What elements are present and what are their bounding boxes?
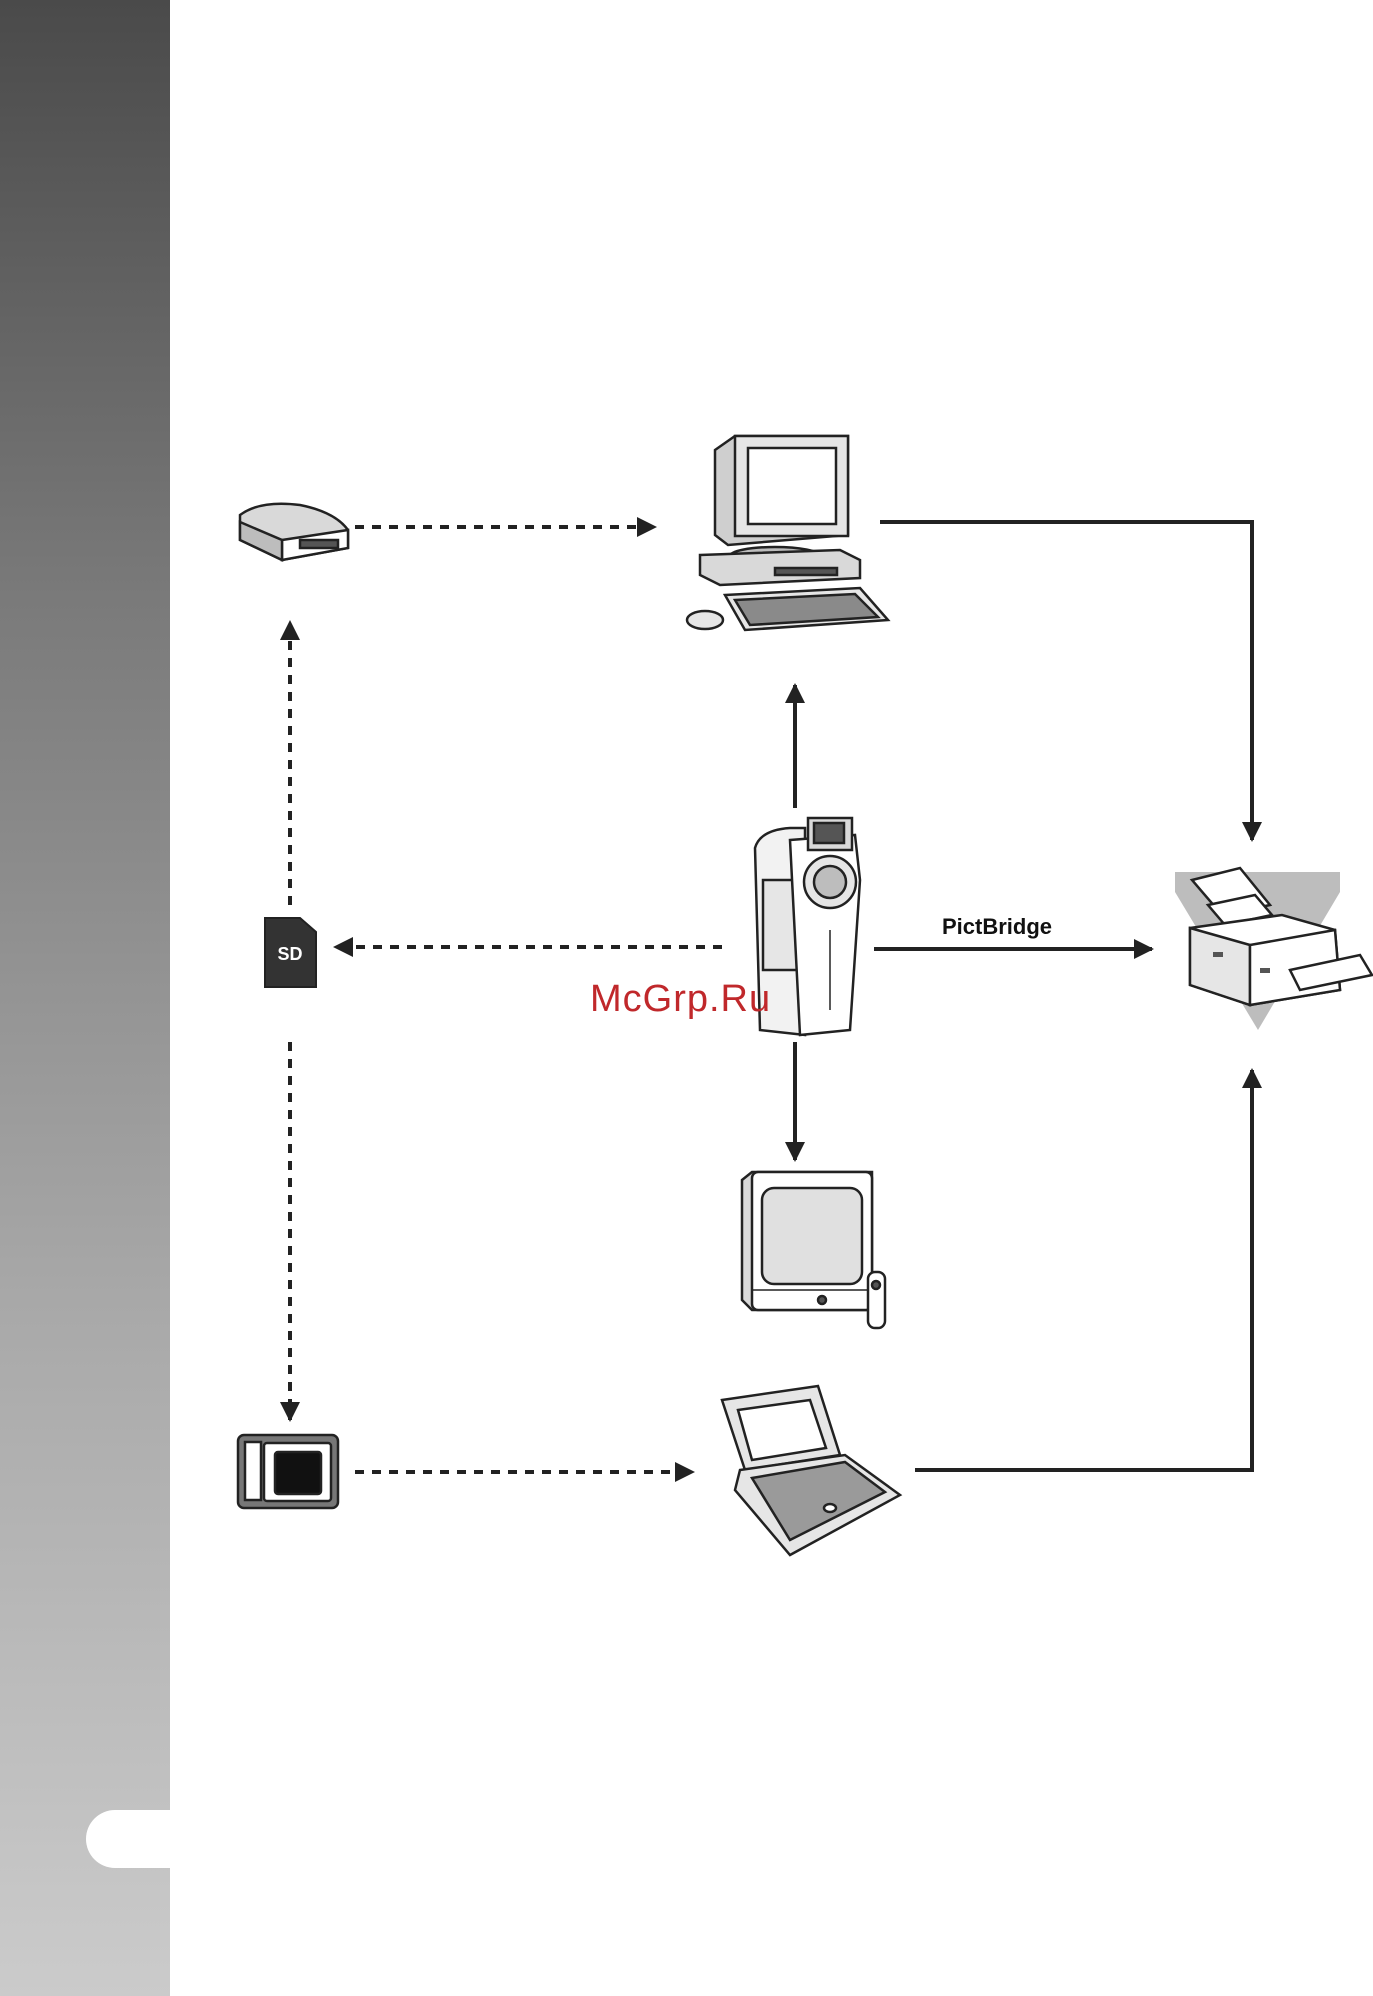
laptop-icon: [722, 1386, 900, 1555]
connection-desktop-printer: [880, 522, 1252, 840]
watermark-text: McGrp.Ru: [590, 978, 771, 1021]
sd-card-icon: SD: [265, 918, 316, 987]
svg-text:SD: SD: [277, 944, 302, 964]
connection-laptop-printer: [915, 1070, 1252, 1470]
television-icon: [742, 1172, 885, 1328]
card-reader-icon: [240, 504, 348, 560]
pc-card-adapter-icon: [238, 1435, 338, 1508]
printer-icon: [1175, 868, 1372, 1030]
pictbridge-label: PictBridge: [942, 914, 1052, 940]
desktop-computer-icon: [687, 436, 888, 630]
